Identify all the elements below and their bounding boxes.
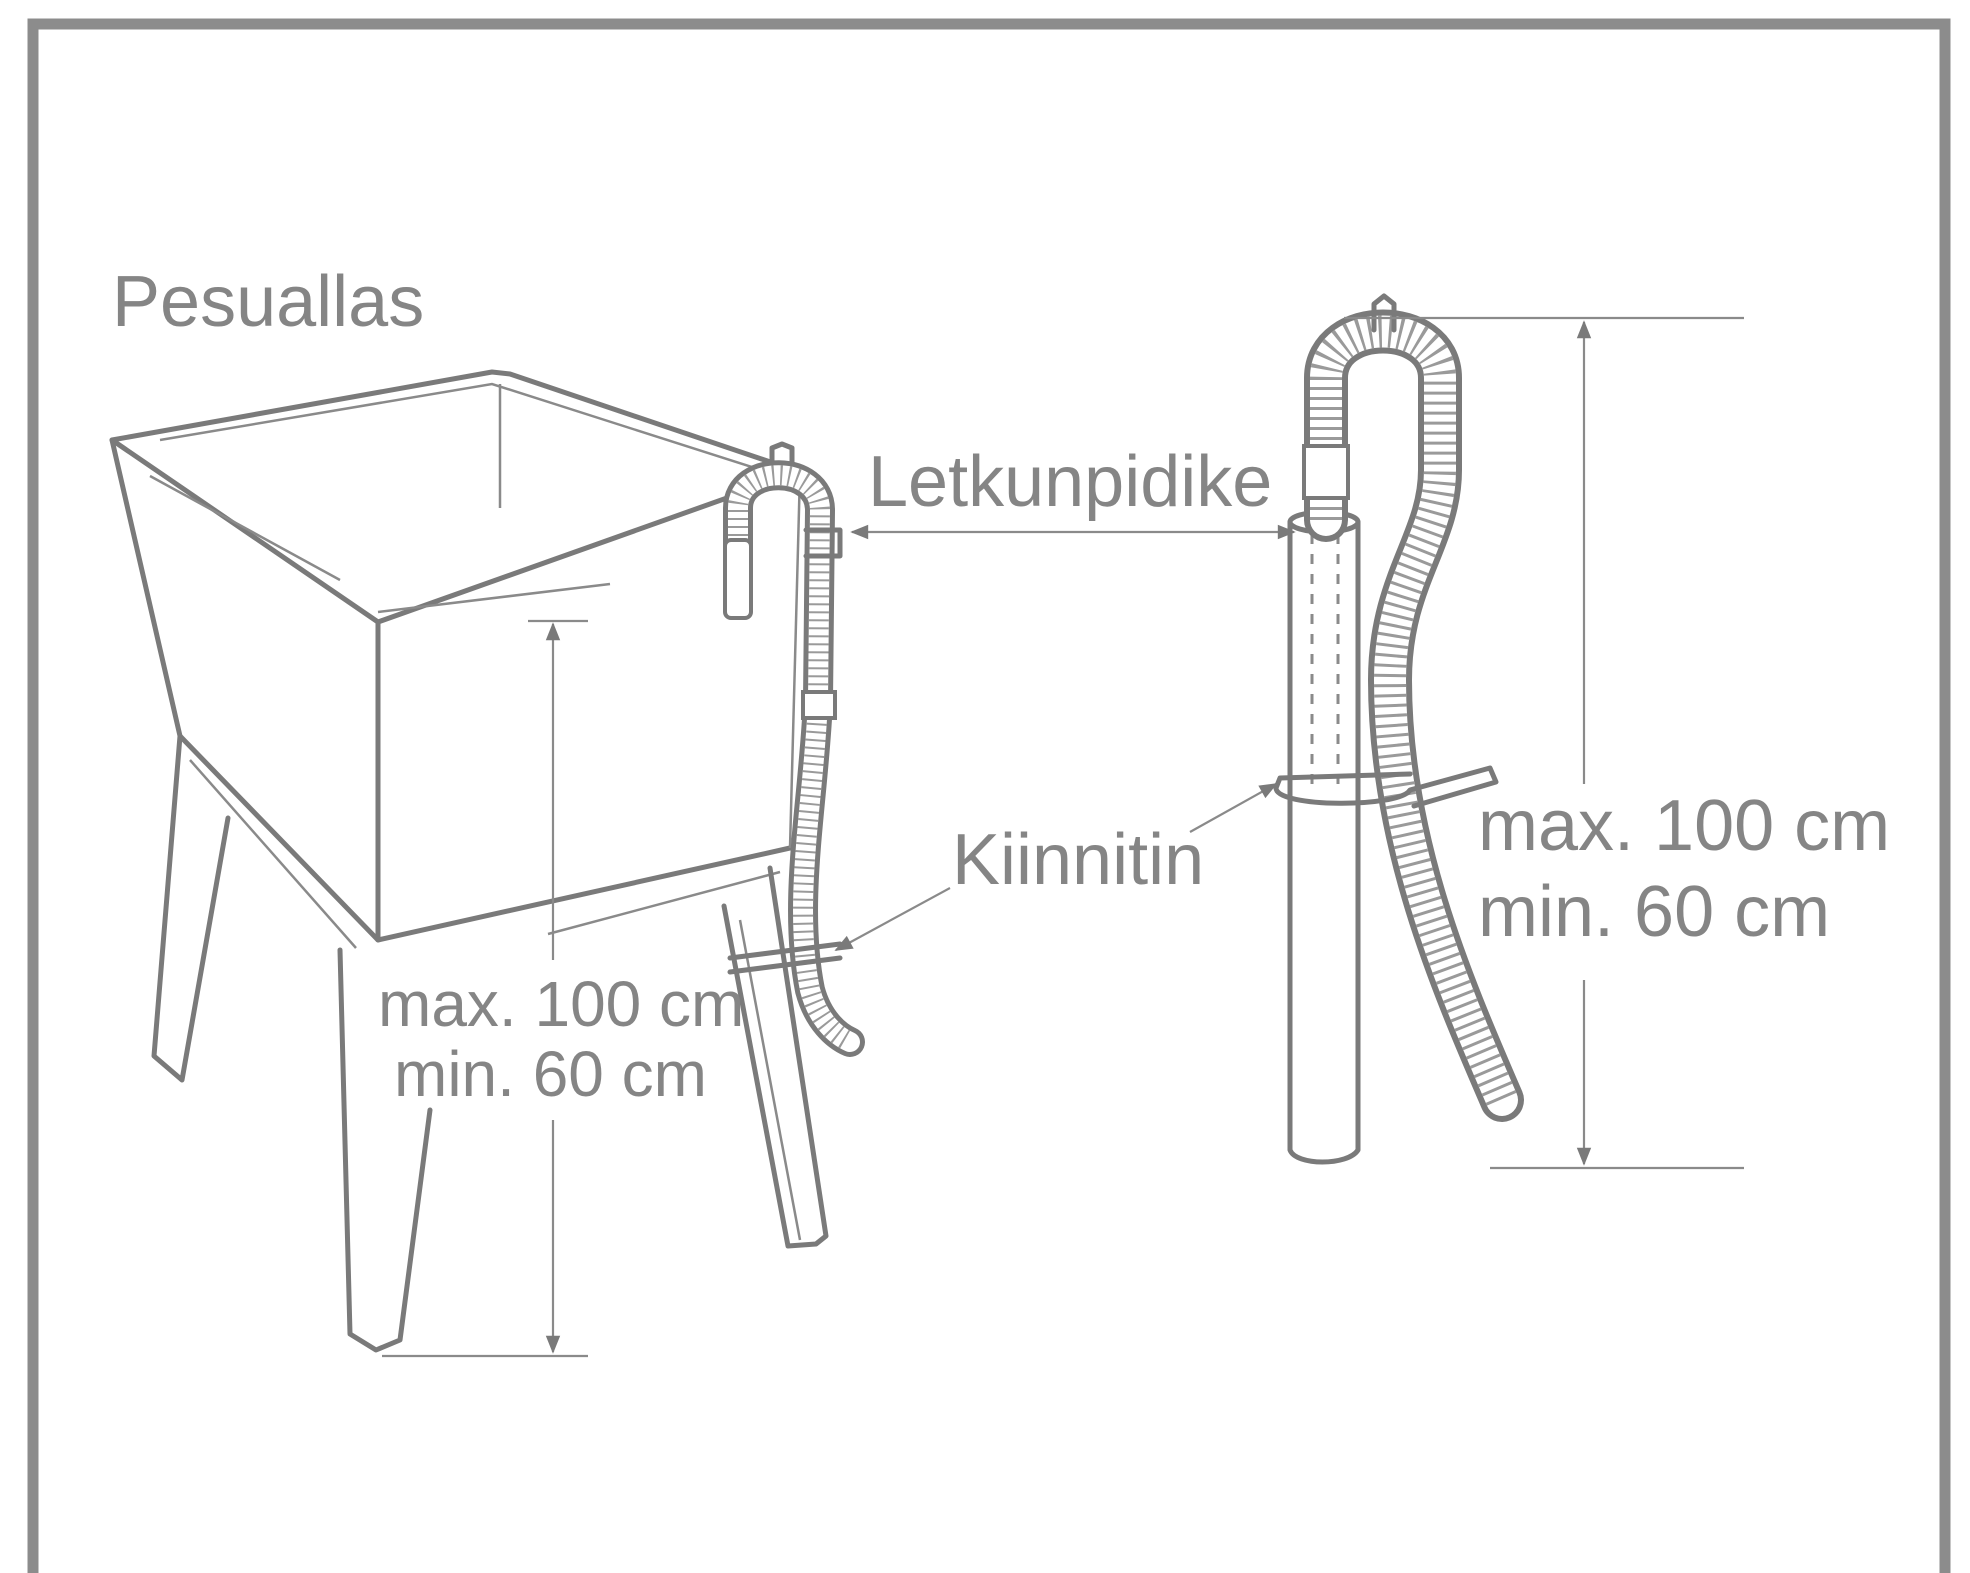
fastener-leader-sink bbox=[834, 887, 951, 951]
fastener-leader-pipe bbox=[1189, 783, 1278, 833]
hose-holder-label: Letkunpidike bbox=[868, 442, 1272, 522]
sink-label: Pesuallas bbox=[112, 262, 424, 342]
sink-height-dimension bbox=[382, 619, 588, 1358]
standpipe-illustration bbox=[1287, 509, 1361, 1165]
sink-illustration bbox=[109, 369, 829, 1353]
sink-drain-hose bbox=[723, 441, 865, 1057]
pipe-height-min-label: min. 60 cm bbox=[1478, 872, 1830, 952]
standpipe-drain-hose bbox=[1273, 293, 1524, 1122]
standpipe-height-dimension bbox=[1344, 316, 1744, 1170]
diagram-frame bbox=[27, 18, 1951, 1573]
fastener-label: Kiinnitin bbox=[952, 820, 1204, 900]
pipe-height-max-label: max. 100 cm bbox=[1478, 786, 1890, 866]
sink-height-max-label: max. 100 cm bbox=[378, 968, 744, 1040]
sink-height-min-label: min. 60 cm bbox=[394, 1038, 707, 1110]
